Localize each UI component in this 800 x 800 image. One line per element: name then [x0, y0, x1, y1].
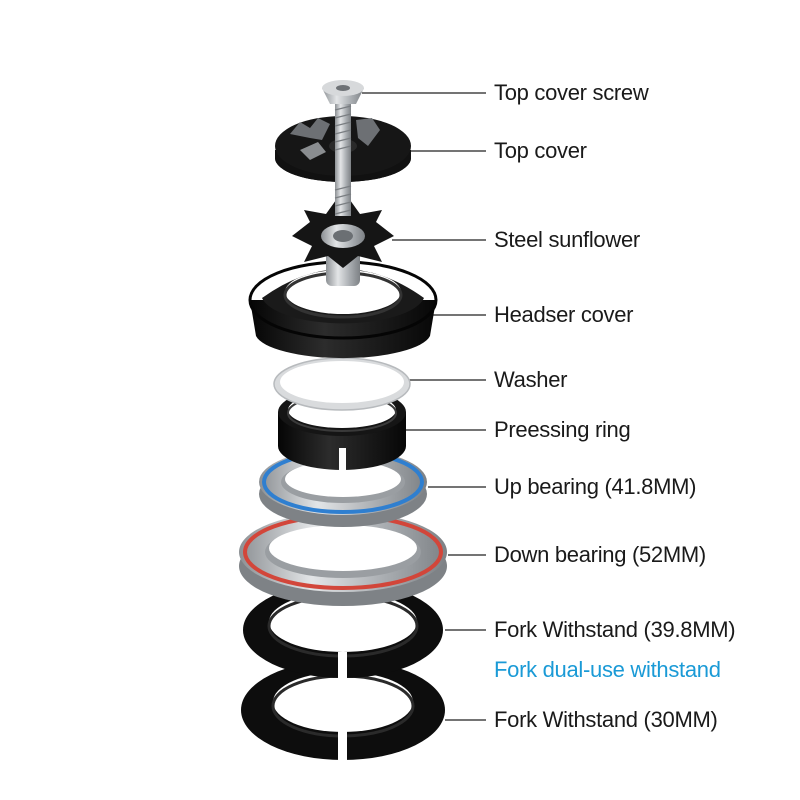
- fork-withstand-30mm-part: [241, 660, 445, 764]
- down-bearing-52mm-part: [239, 512, 447, 606]
- leader-lines: [362, 92, 486, 721]
- label-top-cover-screw: Top cover screw: [494, 80, 649, 105]
- label-up-bearing: Up bearing (41.8MM): [494, 474, 697, 499]
- label-down-bearing: Down bearing (52MM): [494, 542, 706, 567]
- label-fork-withstand-39-8mm: Fork Withstand (39.8MM): [494, 617, 736, 642]
- headser-cover-part: [248, 260, 438, 359]
- steel-sunflower-part: [292, 200, 394, 286]
- top-cover-screw-part: [322, 80, 364, 216]
- label-washer: Washer: [494, 367, 568, 392]
- label-fork-withstand-30mm: Fork Withstand (30MM): [494, 707, 718, 732]
- label-top-cover: Top cover: [494, 138, 587, 163]
- label-fork-dual-use-withstand: Fork dual-use withstand: [494, 657, 721, 682]
- label-headser-cover: Headser cover: [494, 302, 634, 327]
- label-preessing-ring: Preessing ring: [494, 417, 631, 442]
- washer-part: [273, 357, 411, 411]
- fork-withstand-39-8mm-part: [243, 582, 443, 682]
- up-bearing-41-8mm-part: [259, 449, 427, 527]
- label-steel-sunflower: Steel sunflower: [494, 227, 640, 252]
